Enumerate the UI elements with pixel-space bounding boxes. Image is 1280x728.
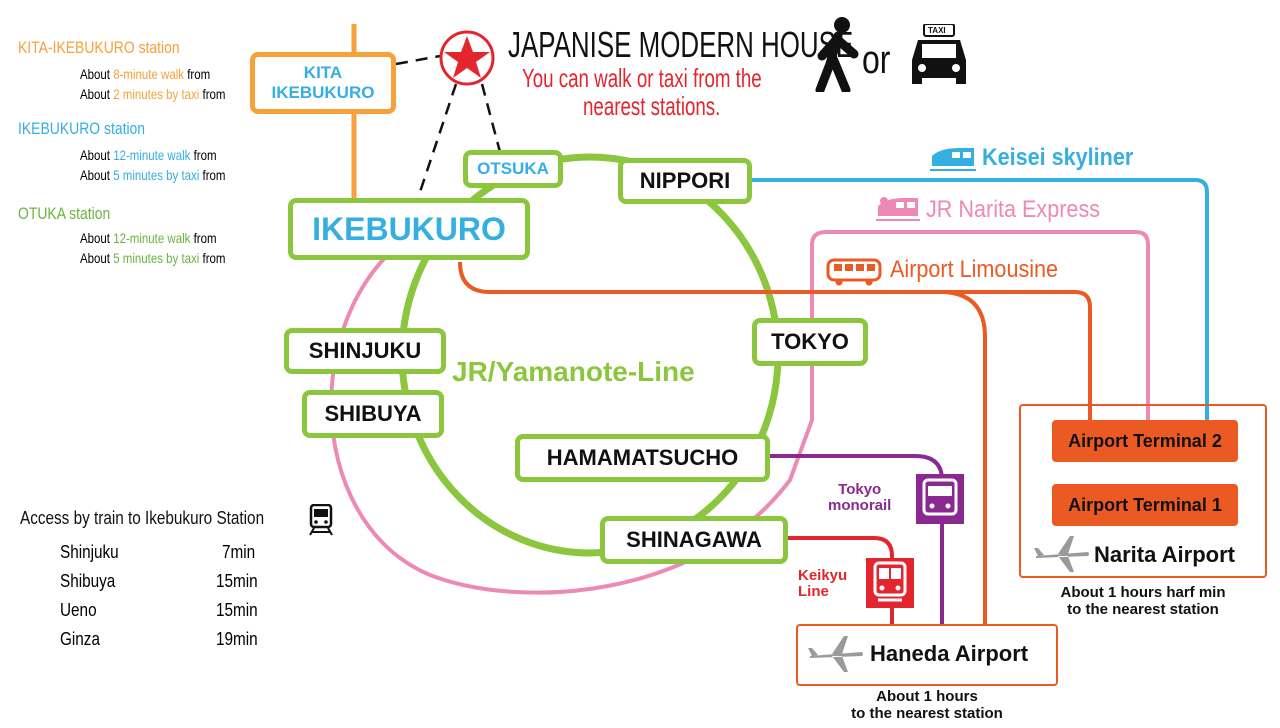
narita-airport-box[interactable] xyxy=(1019,404,1267,578)
kita-taxi-post: from xyxy=(199,86,226,102)
dash-to-kita xyxy=(395,54,441,66)
access-row-time: 19min xyxy=(216,629,258,649)
otuka-walk-line: About 12-minute walk from xyxy=(80,230,225,246)
yamanote-line-label: JR/Yamanote-Line xyxy=(452,356,695,387)
narita-note-2: to the nearest station xyxy=(1067,601,1219,618)
station-shinjuku[interactable]: SHINJUKU xyxy=(284,328,446,374)
narita-airport-label: Narita Airport xyxy=(1094,542,1235,567)
keikyu-train-icon xyxy=(866,558,914,608)
access-row-time: 15min xyxy=(216,600,258,620)
airport-terminal-2[interactable]: Airport Terminal 2 xyxy=(1052,420,1238,462)
station-kita-ikebukuro[interactable]: KITA IKEBUKURO xyxy=(250,52,396,114)
ikebukuro-walk-highlight: 12-minute walk xyxy=(113,147,191,163)
kita-info-title: KITA-IKEBUKURO station xyxy=(18,38,180,57)
ikebukuro-station-info: IKEBUKURO station About 12-minute walk f… xyxy=(18,119,257,183)
ikebukuro-walk-line: About 12-minute walk from xyxy=(80,147,225,163)
ikebukuro-walk-post: from xyxy=(190,147,217,163)
ikebukuro-taxi-line: About 5 minutes by taxi from xyxy=(80,167,225,183)
kita-taxi-highlight: 2 minutes by taxi xyxy=(113,86,200,102)
station-kita-label-1: KITA xyxy=(303,63,343,82)
keikyu-label-1: Keikyu xyxy=(798,567,848,584)
ikebukuro-taxi-post: from xyxy=(199,167,226,183)
access-row-time: 7min xyxy=(222,542,256,562)
keisei-line xyxy=(750,178,1209,430)
haneda-note-1: About 1 hours xyxy=(876,688,978,705)
access-row-name: Shibuya xyxy=(60,571,116,591)
monorail-label-1: Tokyo xyxy=(838,481,882,498)
monorail-label-2: monorail xyxy=(828,497,892,514)
kita-taxi-line: About 2 minutes by taxi from xyxy=(80,86,225,102)
taxi-icon xyxy=(912,24,966,84)
narita-note-1: About 1 hours harf min xyxy=(1060,584,1226,601)
narita-plane-icon xyxy=(1034,536,1089,572)
access-row-time: 15min xyxy=(216,571,258,591)
narita-express-icon xyxy=(876,197,920,221)
otuka-walk-pre: About xyxy=(80,230,114,246)
kita-walk-post: from xyxy=(184,66,211,82)
walking-person-icon xyxy=(815,17,859,92)
limousine-label: Airport Limousine xyxy=(890,256,1059,283)
access-train-icon xyxy=(309,504,333,536)
page-subtitle-2: nearest stations. xyxy=(583,91,721,121)
ikebukuro-taxi-highlight: 5 minutes by taxi xyxy=(113,167,200,183)
otuka-taxi-line: About 5 minutes by taxi from xyxy=(80,250,225,266)
taxi-sign-text: TAXI xyxy=(928,26,946,35)
station-hamamatsucho[interactable]: HAMAMATSUCHO xyxy=(515,434,770,482)
otuka-walk-post: from xyxy=(190,230,217,246)
otuka-taxi-pre: About xyxy=(80,250,114,266)
access-row-name: Ueno xyxy=(60,600,97,620)
page-subtitle-1: You can walk or taxi from the xyxy=(522,63,762,93)
dash-to-otsuka xyxy=(480,83,502,153)
access-title: Access by train to Ikebukuro Station xyxy=(20,508,265,528)
skyliner-train-icon xyxy=(930,148,976,171)
narita-note: About 1 hours harf min to the nearest st… xyxy=(1019,584,1267,618)
keikyu-line xyxy=(784,536,894,625)
otuka-info-title: OTUKA station xyxy=(18,204,111,223)
station-shinagawa[interactable]: SHINAGAWA xyxy=(600,516,788,564)
house-star-icon xyxy=(439,30,495,86)
kita-walk-pre: About xyxy=(80,66,114,82)
access-row-name: Ginza xyxy=(60,629,100,649)
kita-walk-line: About 8-minute walk from xyxy=(80,66,225,82)
narita-express-label: JR Narita Express xyxy=(926,196,1101,223)
dash-to-ikebukuro xyxy=(416,83,458,199)
haneda-note: About 1 hours to the nearest station xyxy=(796,688,1058,722)
ikebukuro-taxi-pre: About xyxy=(80,167,114,183)
station-ikebukuro[interactable]: IKEBUKURO xyxy=(288,198,530,260)
haneda-plane-icon xyxy=(808,636,863,672)
station-otsuka[interactable]: OTSUKA xyxy=(463,150,563,188)
kita-station-info: KITA-IKEBUKURO station About 8-minute wa… xyxy=(18,38,257,102)
page-title: JAPANISE MODERN HOUSE xyxy=(508,24,854,65)
otuka-taxi-post: from xyxy=(199,250,226,266)
otuka-walk-highlight: 12-minute walk xyxy=(113,230,191,246)
haneda-airport-label: Haneda Airport xyxy=(870,641,1029,666)
or-text: or xyxy=(862,38,891,82)
monorail-label: Tokyo monorail xyxy=(828,482,891,514)
station-shibuya[interactable]: SHIBUYA xyxy=(302,390,444,438)
otuka-station-info: OTUKA station About 12-minute walk from … xyxy=(18,204,257,266)
limousine-line xyxy=(458,261,1092,430)
monorail-icon xyxy=(916,474,964,524)
ikebukuro-info-title: IKEBUKURO station xyxy=(18,119,146,138)
access-row-name: Shinjuku xyxy=(60,542,119,562)
kita-walk-highlight: 8-minute walk xyxy=(113,66,185,82)
keisei-label: Keisei skyliner xyxy=(982,144,1134,171)
station-tokyo[interactable]: TOKYO xyxy=(752,318,868,366)
otuka-taxi-highlight: 5 minutes by taxi xyxy=(113,250,200,266)
haneda-note-2: to the nearest station xyxy=(851,705,1003,722)
ikebukuro-walk-pre: About xyxy=(80,147,114,163)
kita-taxi-pre: About xyxy=(80,86,114,102)
airport-terminal-1[interactable]: Airport Terminal 1 xyxy=(1052,484,1238,526)
station-kita-label-2: IKEBUKURO xyxy=(271,83,375,102)
limousine-haneda-line xyxy=(939,290,987,625)
limousine-bus-icon xyxy=(826,258,882,286)
station-nippori[interactable]: NIPPORI xyxy=(618,158,752,204)
keikyu-label-2: Line xyxy=(798,583,829,600)
keikyu-label: Keikyu Line xyxy=(798,568,847,600)
